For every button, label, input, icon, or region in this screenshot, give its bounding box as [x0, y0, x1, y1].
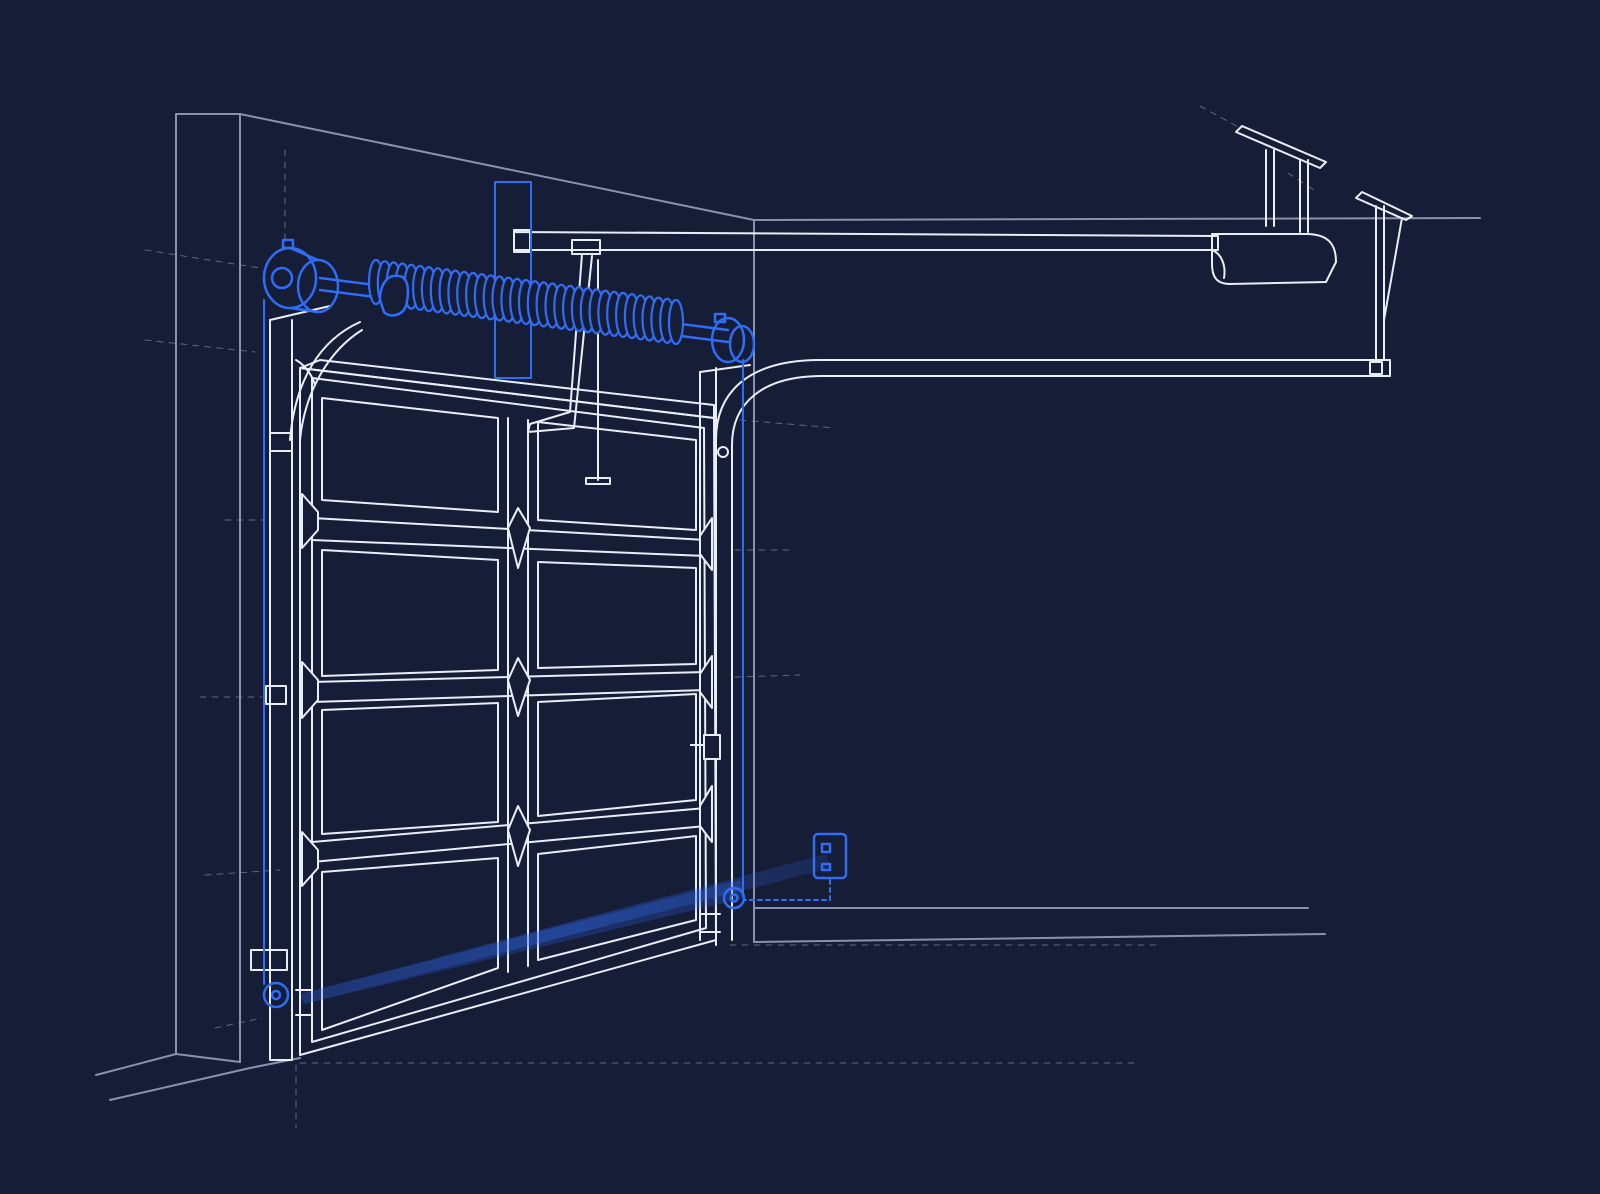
wall-button-icon: [812, 832, 848, 880]
lock-handle-icon: [703, 734, 721, 760]
spring-coil: [667, 298, 685, 346]
spring-coils: [367, 258, 685, 346]
wall-control: [744, 832, 848, 901]
door-pane: [537, 421, 697, 531]
right-photo-eye-icon: [722, 886, 746, 910]
track-bracket: [250, 949, 288, 971]
door-hinges: [301, 446, 729, 887]
hinge-icon: [301, 493, 319, 549]
opener-motor: [1211, 233, 1337, 285]
flag-bracket: [289, 321, 363, 441]
torsion-spring: [318, 258, 730, 346]
door-pane: [321, 549, 499, 677]
door-frame-inner: [311, 377, 707, 1043]
hinge-icon: [301, 831, 319, 887]
left-photo-eye-icon: [262, 981, 290, 1009]
safety-sensors: [262, 886, 746, 1009]
door-pane: [321, 702, 499, 835]
door-pane: [537, 835, 697, 961]
hinge-icon: [301, 661, 319, 719]
safety-sensor-beam: [300, 854, 830, 1004]
track-bracket: [265, 685, 287, 705]
hinge-icon: [699, 655, 713, 709]
door-pane: [321, 397, 499, 513]
door-pane: [537, 693, 697, 817]
ceiling-hangers: [1235, 125, 1413, 361]
hinge-icon: [699, 517, 713, 571]
hinge-icon: [507, 507, 531, 569]
emergency-release-handle-icon: [585, 477, 611, 485]
hinge-icon: [507, 805, 531, 867]
door-pane: [537, 561, 697, 669]
door-pane: [321, 857, 499, 1031]
horizontal-track: [715, 359, 1391, 941]
hinge-icon: [507, 657, 531, 717]
left-cable-drum-icon: [262, 238, 340, 314]
lift-cables: [263, 299, 744, 985]
cable-drums: [262, 238, 756, 364]
hinge-icon: [699, 785, 713, 843]
track-bracket: [269, 432, 293, 452]
track-hanger-bracket: [1369, 361, 1383, 375]
